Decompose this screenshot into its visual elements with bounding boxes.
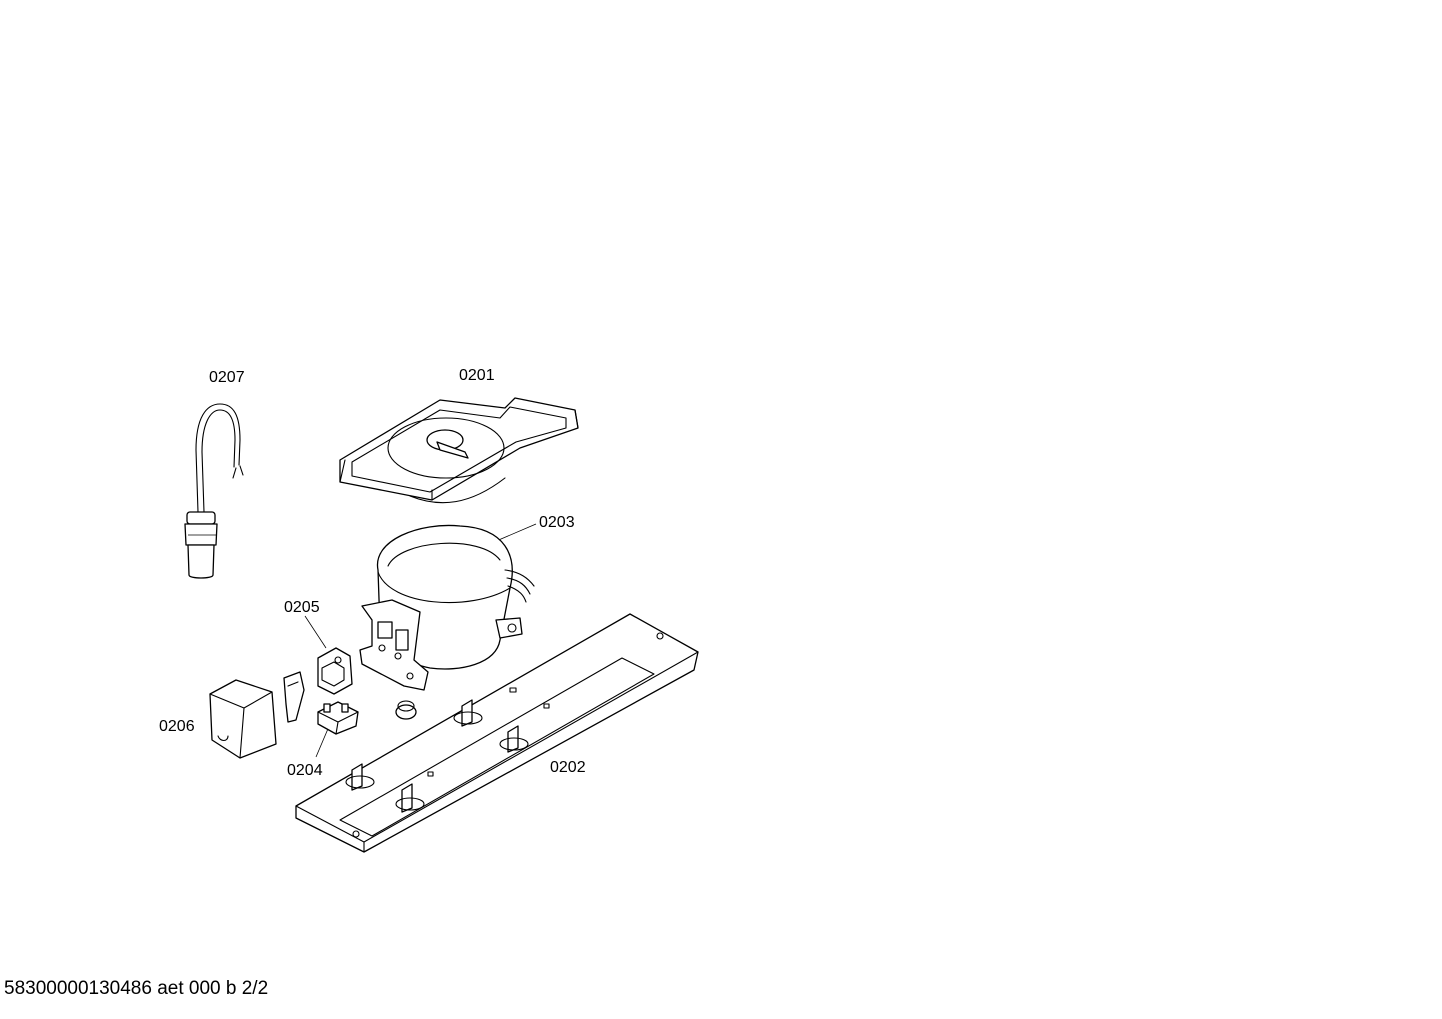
part-0206-relay-cover [209,679,277,759]
label-0207: 0207 [209,369,245,386]
part-0203-compressor [359,524,535,691]
label-0205: 0205 [284,599,320,616]
part-0207-capillary-sensor [184,403,244,579]
part-0202-mounting-rail [295,613,699,853]
label-0206: 0206 [159,718,195,735]
part-0201-drip-tray [339,397,579,504]
rail-tab-2 [395,783,425,813]
label-0203: 0203 [539,514,575,531]
label-0204: 0204 [287,762,323,779]
rail-tab-1 [345,763,375,791]
part-0204-starter [317,701,359,735]
label-0202: 0202 [550,759,586,776]
document-footer-id: 58300000130486 aet 000 b 2/2 [4,978,269,999]
rail-tab-4 [499,725,529,753]
label-0201: 0201 [459,367,495,384]
rail-tab-3 [453,699,483,727]
part-clip [283,671,305,723]
part-0205-relay [317,647,353,695]
part-grommet [395,700,417,720]
